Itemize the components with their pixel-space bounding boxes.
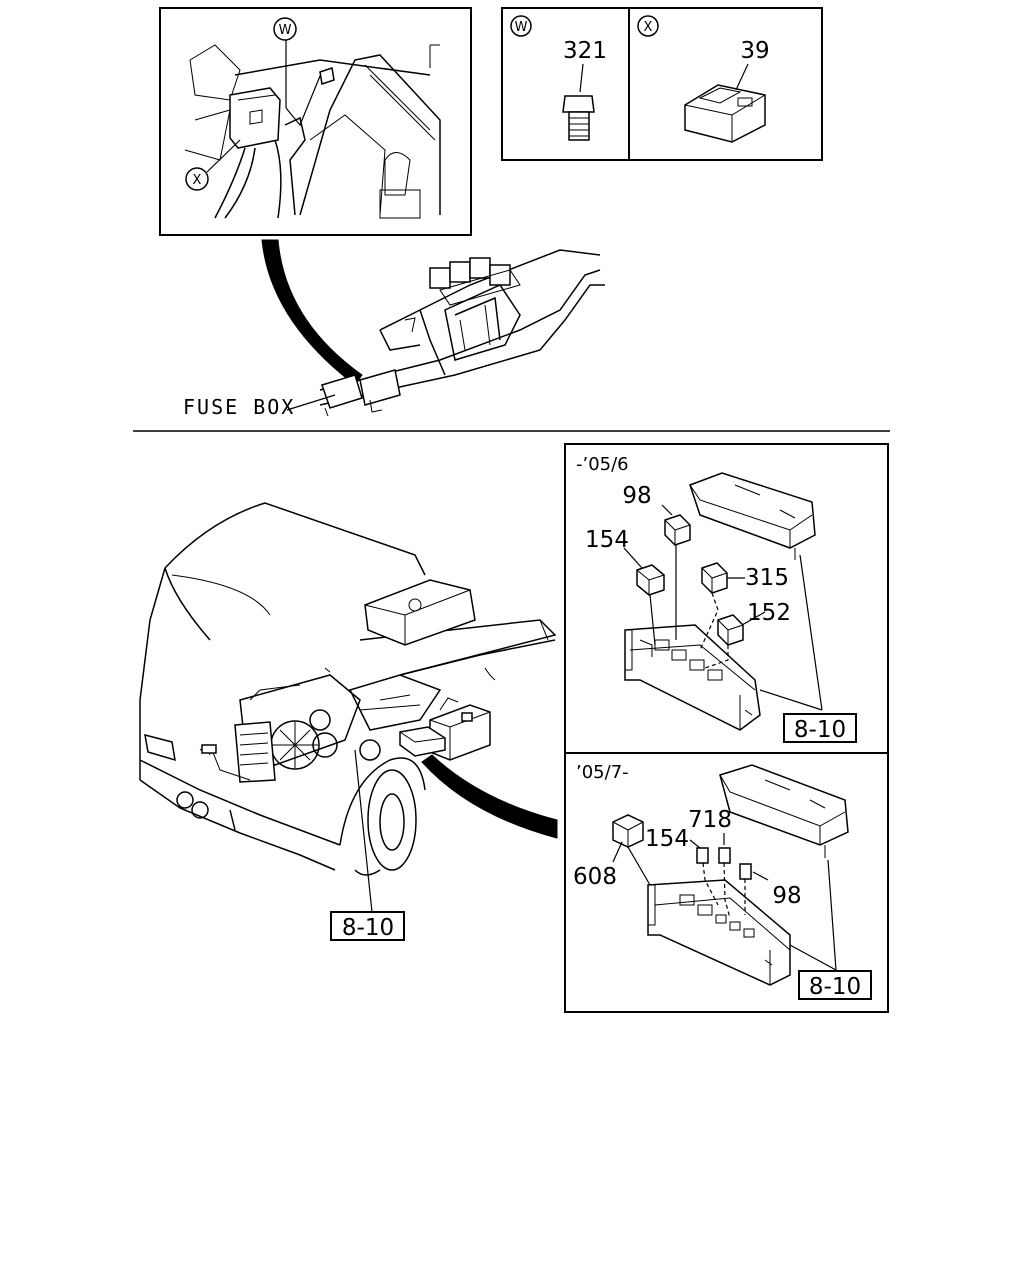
callout-w-label: W <box>279 23 292 38</box>
ref-main-label: 8-10 <box>342 915 394 941</box>
ref-box-main <box>330 911 405 941</box>
chassis-fuse-box-assembly <box>319 249 605 417</box>
fuse-box-label: FUSE BOX <box>183 395 295 419</box>
part-detail-box: W 321 X 39 <box>501 7 823 161</box>
relay-98-label-late: 98 <box>772 883 801 909</box>
callout-x-label: X <box>193 173 202 188</box>
ref-box-early <box>783 713 857 743</box>
part-321-label: 321 <box>563 38 607 64</box>
detail-x-callout: X <box>644 20 653 35</box>
relay-154-label-early: 154 <box>585 527 629 553</box>
panel-late-model: ’05/7- 718 <box>564 752 889 1013</box>
relay-608-label: 608 <box>573 864 617 890</box>
panel-early-model: -’05/6 <box>564 443 889 754</box>
ref-box-late <box>798 970 872 1000</box>
relay-98-label-early: 98 <box>622 483 651 509</box>
detail-connector-curve-bottom <box>421 754 558 839</box>
panel-late-date: ’05/7- <box>576 762 629 783</box>
fuse-box-detail-view: W X <box>159 7 472 236</box>
relay-152-label-early: 152 <box>747 600 791 626</box>
relay-154-label-late: 154 <box>645 826 689 852</box>
ref-early-label: 8-10 <box>794 717 846 743</box>
panel-early-date: -’05/6 <box>576 454 629 475</box>
relay-718-label: 718 <box>688 807 732 833</box>
part-39-label: 39 <box>740 38 769 64</box>
relay-315-label-early: 315 <box>745 565 789 591</box>
detail-w-callout: W <box>515 20 528 35</box>
ref-late-label: 8-10 <box>809 974 861 1000</box>
truck-engine-bay-illustration <box>139 502 557 913</box>
detail-connector-curve-top <box>261 239 363 386</box>
